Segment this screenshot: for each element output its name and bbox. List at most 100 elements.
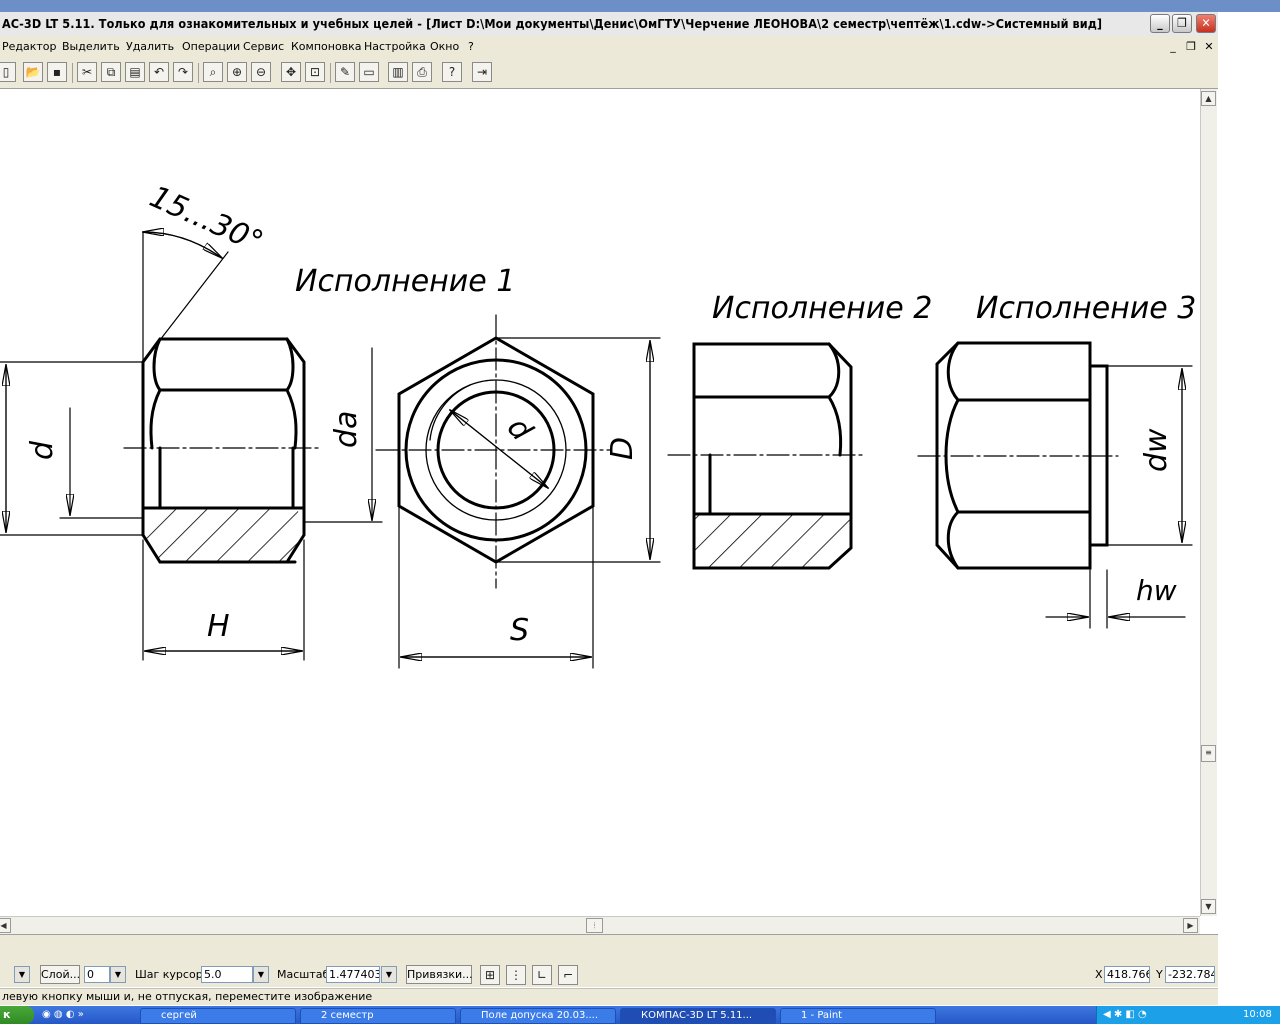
H-label: H (207, 609, 230, 644)
dw-label: dw (1139, 428, 1174, 472)
menu-editor[interactable]: Редактор (2, 40, 57, 53)
d-circle-label: d (500, 411, 540, 449)
exit-icon[interactable]: ⇥ (472, 62, 492, 82)
scroll-up-icon[interactable]: ▲ (1201, 91, 1216, 106)
status-hint: левую кнопку мыши и, не отпуская, переме… (0, 988, 1218, 1005)
quick-launch-icon-1[interactable]: ◉ (42, 1009, 51, 1020)
cut-icon[interactable]: ✂ (77, 62, 97, 82)
start-button[interactable]: к (0, 1006, 34, 1024)
menu-window[interactable]: Окно (430, 40, 460, 53)
save-icon[interactable]: ▪ (47, 62, 67, 82)
hw-label: hw (1136, 574, 1177, 607)
doc-close-button[interactable]: ✕ (1204, 40, 1214, 53)
print-icon[interactable]: ⎙ (412, 62, 432, 82)
drawing-canvas[interactable]: 15...30° Исполнение 1 Исполнение 2 Испол… (0, 89, 1200, 916)
menu-layout[interactable]: Компоновка (291, 40, 362, 53)
print-preview-icon[interactable]: ▥ (388, 62, 408, 82)
task-button-sergey[interactable]: сергей (140, 1008, 296, 1024)
ispolnenie-1-label: Исполнение 1 (295, 264, 515, 299)
close-button[interactable]: ✕ (1196, 14, 1216, 33)
S-label: S (510, 613, 529, 648)
property-bar: ▼ Слой... 0 ▼ Шаг курсора 5.0 ▼ Масштаб … (0, 934, 1218, 987)
quick-launch: ◉ ◍ ◐ » (42, 1009, 122, 1023)
menu-operations[interactable]: Операции (182, 40, 241, 53)
menu-service[interactable]: Сервис (243, 40, 285, 53)
da-label: da (329, 411, 364, 448)
new-icon[interactable]: ▯ (0, 62, 16, 82)
toolbar-separator (198, 63, 199, 83)
doc-restore-button[interactable]: ❐ (1186, 40, 1196, 53)
minimize-button[interactable]: _ (1150, 14, 1170, 33)
maximize-button[interactable]: ❐ (1172, 14, 1192, 33)
zoom-window-icon[interactable]: ⌕ (203, 62, 223, 82)
zoom-out-icon[interactable]: ⊖ (251, 62, 271, 82)
scale-label: Масштаб (277, 968, 330, 981)
D-label: D (605, 437, 640, 460)
zoom-in-icon[interactable]: ⊕ (227, 62, 247, 82)
task-button-paint[interactable]: 1 - Paint (780, 1008, 936, 1024)
menu-help[interactable]: ? (468, 40, 474, 53)
toolbar-separator (72, 63, 73, 83)
snaps-button[interactable]: Привязки... (406, 965, 473, 984)
task-button-2-semester[interactable]: 2 семестр (300, 1008, 456, 1024)
quick-launch-icon-2[interactable]: ◍ (53, 1009, 63, 1020)
edit-icon[interactable]: ✎ (335, 62, 355, 82)
local-cs-icon[interactable]: ∟ (532, 965, 552, 985)
layout-icon[interactable]: ▭ (359, 62, 379, 82)
vertical-scrollbar[interactable]: ▲ ≡ ▼ (1200, 89, 1217, 916)
title-bar[interactable]: АС-3D LT 5.11. Только для ознакомительны… (0, 12, 1218, 37)
x-coord-label: X (1095, 968, 1103, 981)
x-coord-field[interactable]: 418.766 (1104, 966, 1150, 983)
nut-view-3 (935, 341, 1109, 570)
paste-icon[interactable]: ▤ (125, 62, 145, 82)
ispolnenie-2-label: Исполнение 2 (712, 291, 932, 326)
scroll-down-icon[interactable]: ▼ (1201, 899, 1216, 914)
y-coord-field[interactable]: -232.784 (1165, 966, 1215, 983)
task-button-kompas[interactable]: КОМПАС-3D LT 5.11... (620, 1008, 776, 1024)
layer-button[interactable]: Слой... (40, 965, 80, 984)
layer-field[interactable]: 0 (84, 966, 110, 983)
scale-field[interactable]: 1.477403 (326, 966, 380, 983)
d-left-label: d (25, 440, 60, 460)
window-title: АС-3D LT 5.11. Только для ознакомительны… (2, 16, 1103, 31)
desktop-background (1218, 12, 1280, 1012)
redo-icon[interactable]: ↷ (173, 62, 193, 82)
menu-settings[interactable]: Настройка (364, 40, 426, 53)
quick-launch-icon-3[interactable]: ◐ (65, 1009, 75, 1020)
ispolnenie-3-label: Исполнение 3 (976, 291, 1196, 326)
doc-minimize-button[interactable]: _ (1170, 40, 1176, 53)
drawing-svg: 15...30° Исполнение 1 Исполнение 2 Испол… (0, 179, 1196, 669)
cursor-step-dropdown-icon[interactable]: ▼ (253, 966, 269, 983)
ortho-icon[interactable]: ⌐ (558, 965, 578, 985)
vertical-scroll-thumb[interactable]: ≡ (1201, 745, 1216, 762)
y-coord-label: Y (1156, 968, 1163, 981)
scroll-left-icon[interactable]: ◀ (0, 918, 11, 933)
standard-toolbar: ▯ 📂 ▪ ✂ ⧉ ▤ ↶ ↷ ⌕ ⊕ ⊖ ✥ ⊡ ✎ ▭ ▥ ⎙ ? ⇥ (0, 58, 1218, 89)
snap-point-icon[interactable]: ⊞ (480, 965, 500, 985)
quick-launch-more-icon[interactable]: » (77, 1009, 84, 1020)
task-button-tolerance-doc[interactable]: Поле допуска 20.03.... (460, 1008, 616, 1024)
undo-icon[interactable]: ↶ (149, 62, 169, 82)
cursor-step-label: Шаг курсора (135, 968, 210, 981)
open-icon[interactable]: 📂 (23, 62, 43, 82)
clock: 10:08 (1243, 1009, 1272, 1020)
cursor-step-field[interactable]: 5.0 (201, 966, 253, 983)
toolbar-separator (330, 63, 331, 83)
pan-icon[interactable]: ✥ (281, 62, 301, 82)
grid-icon[interactable]: ⋮ (506, 965, 526, 985)
horizontal-scroll-thumb[interactable]: ⦙ (586, 918, 603, 933)
menu-bar: Редактор Выделить Удалить Операции Серви… (0, 36, 1218, 59)
scale-dropdown-icon[interactable]: ▼ (381, 966, 397, 983)
layer-dropdown-icon[interactable]: ▼ (110, 966, 126, 983)
help-icon[interactable]: ? (442, 62, 462, 82)
menu-delete[interactable]: Удалить (126, 40, 175, 53)
style-dropdown-icon[interactable]: ▼ (14, 966, 30, 983)
horizontal-scrollbar[interactable]: ◀ ⦙ ▶ (0, 916, 1200, 934)
tray-icons[interactable]: ◀ ✱ ◧ ◔ (1103, 1009, 1147, 1020)
scroll-right-icon[interactable]: ▶ (1183, 918, 1198, 933)
menu-select[interactable]: Выделить (62, 40, 120, 53)
desktop-top-strip (0, 0, 1280, 12)
copy-icon[interactable]: ⧉ (101, 62, 121, 82)
zoom-all-icon[interactable]: ⊡ (305, 62, 325, 82)
system-tray: ◀ ✱ ◧ ◔ 10:08 (1096, 1006, 1280, 1024)
